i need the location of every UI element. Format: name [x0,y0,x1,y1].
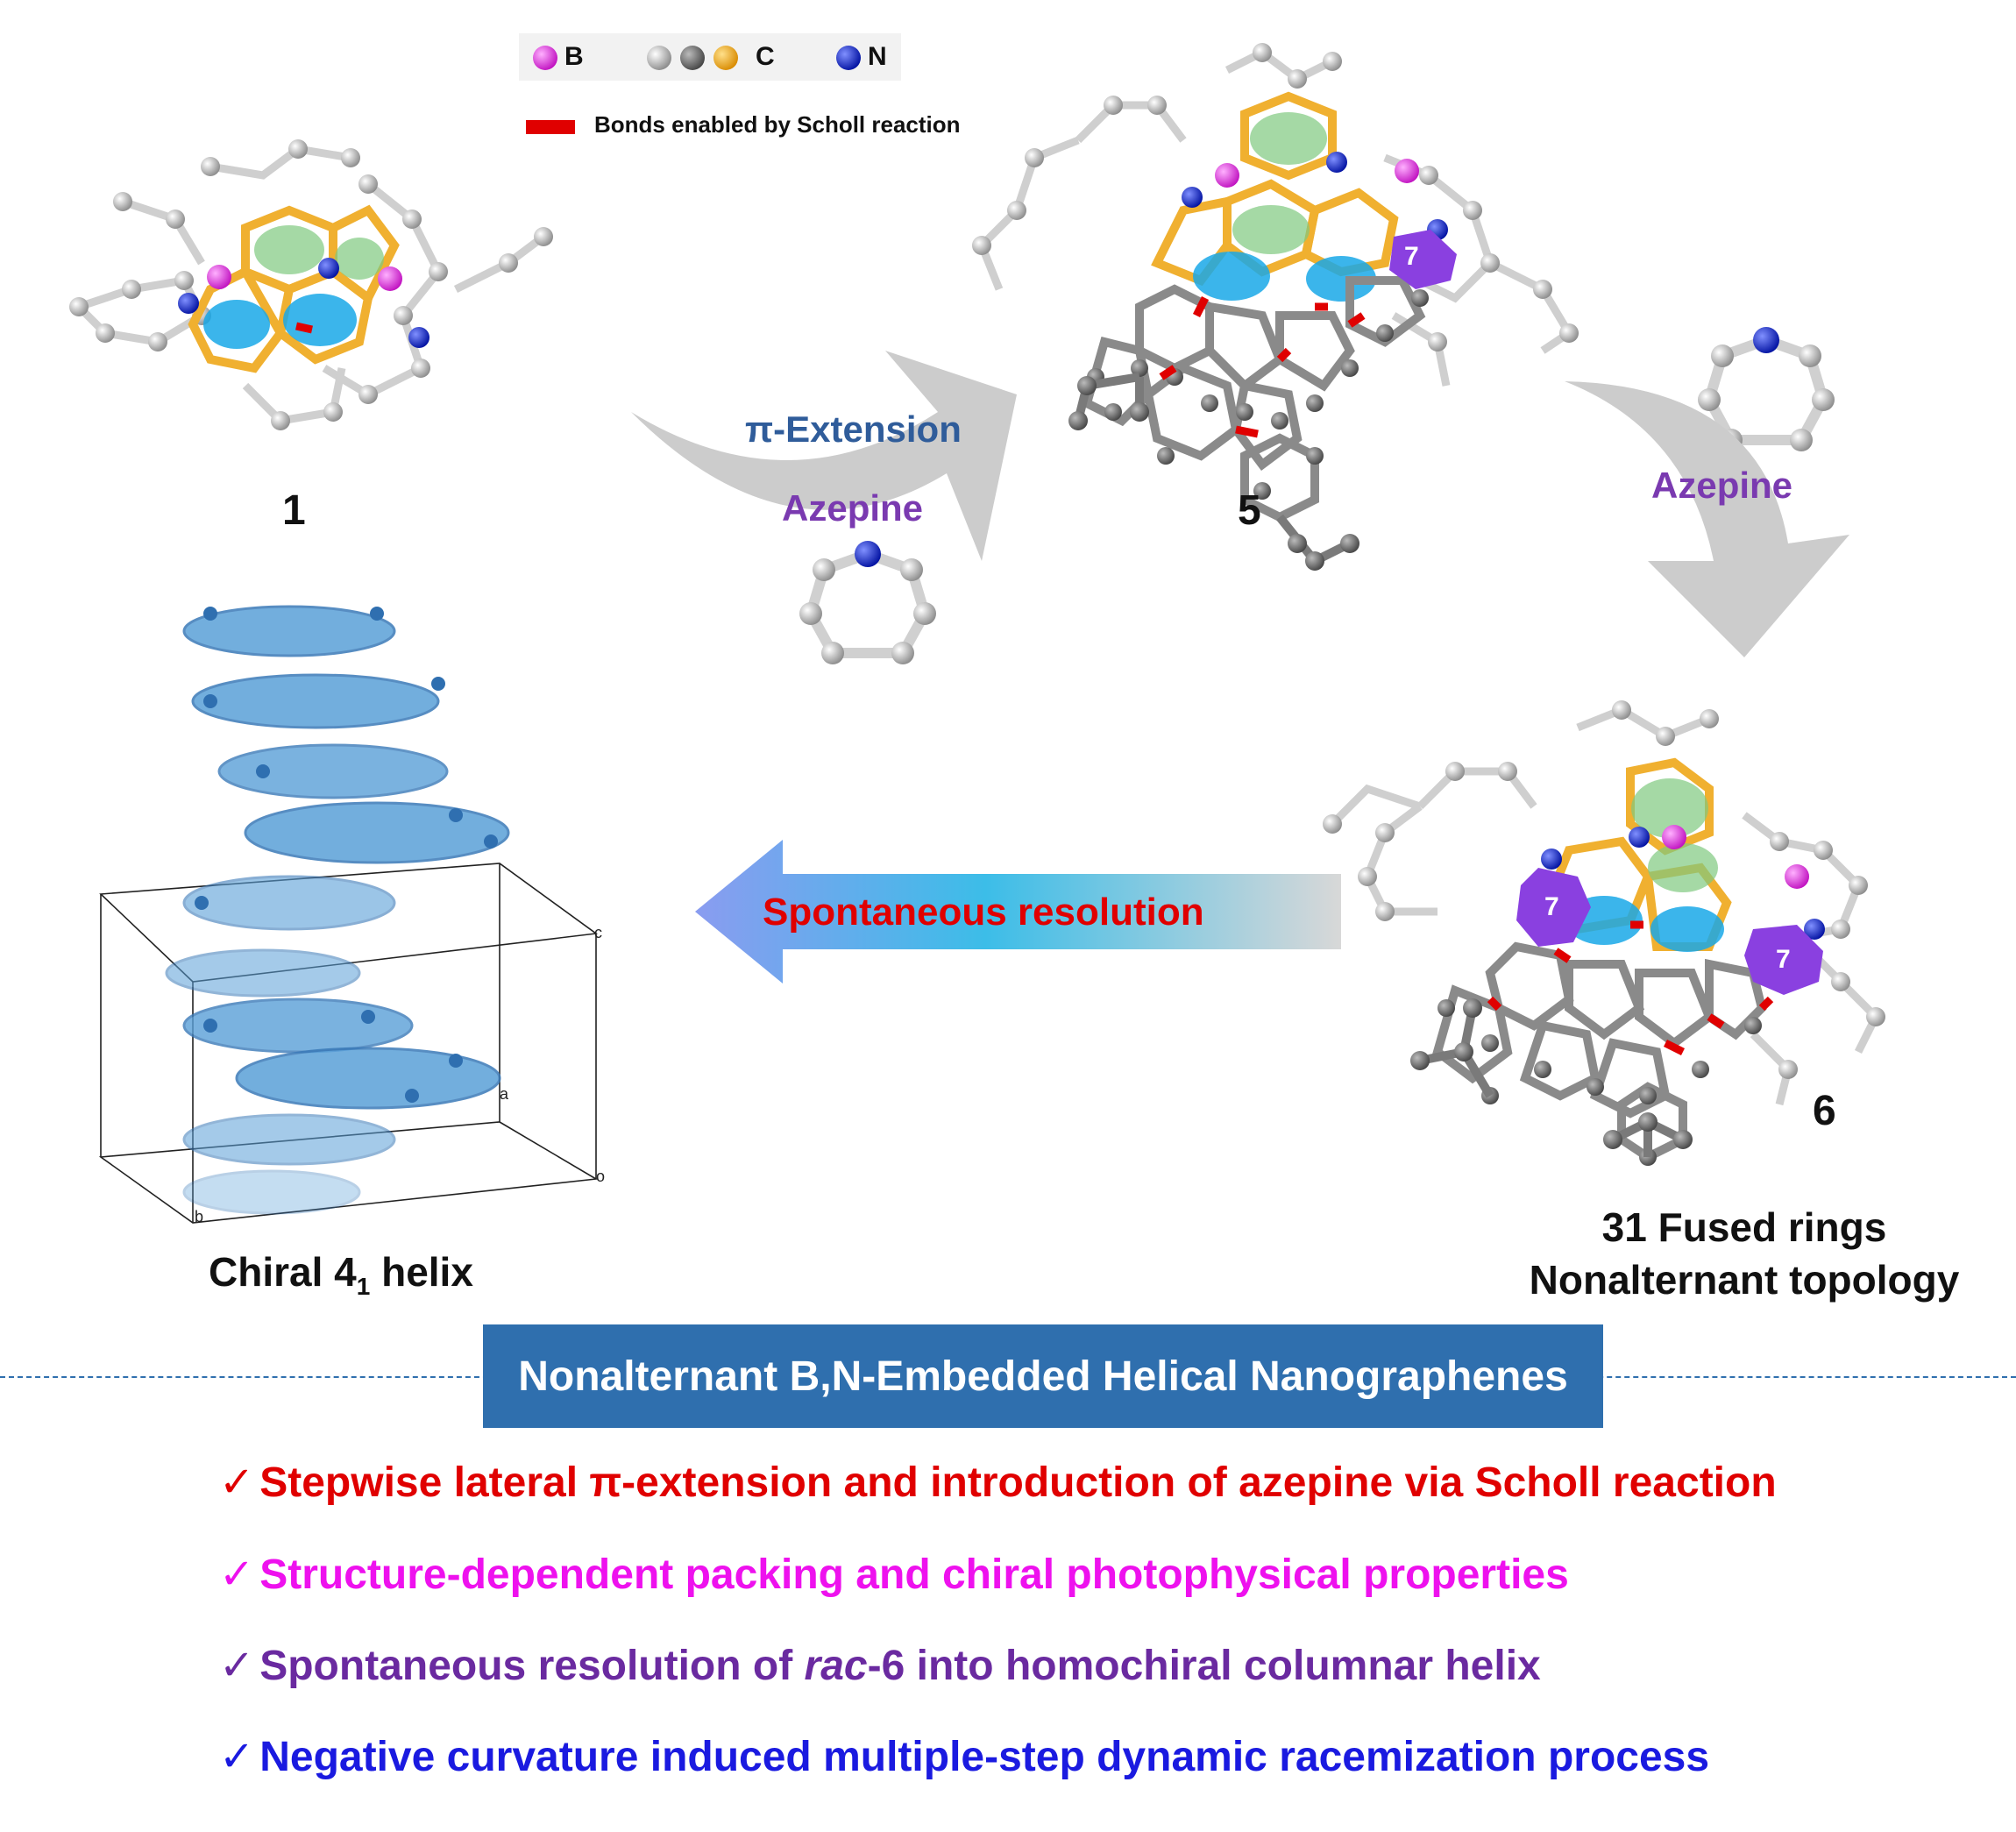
azepine-7-label-5: 7 [1404,242,1419,271]
azepine-ring-6b [1744,925,1823,995]
nitrogen-ball-icon [836,46,861,70]
arrow-azepine-right [1565,381,1849,657]
title-banner: Nonalternant B,N-Embedded Helical Nanogr… [483,1324,1603,1428]
pi-extension-label: π-Extension [745,408,962,450]
axis-o-label: o [596,1168,606,1185]
legend-carbon-label: C [756,42,775,71]
bullet-4: ✓Negative curvature induced multiple-ste… [219,1732,1709,1781]
bullet-1: ✓Stepwise lateral π-extension and introd… [219,1458,1777,1507]
scholl-bond-swatch [526,120,575,134]
bullet-2-text: Structure-dependent packing and chiral p… [259,1552,1569,1598]
azepine-ring-5 [1389,230,1457,289]
compound-1-label: 1 [282,487,306,534]
bullet-4-text: Negative curvature induced multiple-step… [259,1734,1710,1780]
check-icon: ✓ [219,1734,255,1780]
azepine-ring-top [799,541,936,664]
helix-caption-main: Chiral 4 [209,1249,357,1295]
legend-scholl-label: Bonds enabled by Scholl reaction [594,111,961,138]
axis-a-label: a [500,1085,509,1103]
check-icon: ✓ [219,1552,255,1598]
azepine-label-top: Azepine [782,487,924,529]
azepine-ring-6a [1516,868,1591,947]
bullet-3-pre: Spontaneous resolution of [259,1643,805,1689]
legend-boron-label: B [564,42,584,71]
molecule-5 [972,43,1579,571]
bullet-1-text: Stepwise lateral π-extension and introdu… [259,1459,1777,1506]
boron-ball-icon [533,46,557,70]
carbon-dark-ball-icon [680,46,705,70]
helix-structure [98,605,599,1224]
axis-c-label: c [594,924,602,941]
bullet-3: ✓Spontaneous resolution of rac-6 into ho… [219,1641,1541,1690]
helix-caption: Chiral 41 helix [209,1248,473,1301]
legend [519,33,901,134]
axis-b-label: b [195,1208,204,1225]
azepine-7-label-6a: 7 [1544,892,1559,921]
helix-caption-sub: 1 [356,1273,371,1301]
carbon-light-ball-icon [647,46,671,70]
compound-5-label: 5 [1238,487,1261,534]
helix-caption-tail: helix [370,1249,473,1295]
arrow-spontaneous-resolution [695,840,1341,983]
carbon-orange-ball-icon [713,46,738,70]
bullet-2: ✓Structure-dependent packing and chiral … [219,1550,1569,1599]
compound-6-caption: 31 Fused rings Nonalternant topology [1402,1201,2016,1306]
fused-rings-text: 31 Fused rings [1601,1204,1887,1250]
spontaneous-resolution-label: Spontaneous resolution [763,891,1204,934]
azepine-label-right: Azepine [1651,465,1793,506]
arrow-pi-extension [631,351,1017,561]
molecule-1 [69,139,553,430]
azepine-7-label-6b: 7 [1776,945,1791,974]
check-icon: ✓ [219,1459,255,1506]
title-banner-text: Nonalternant B,N-Embedded Helical Nanogr… [518,1353,1568,1400]
compound-6-label: 6 [1813,1088,1836,1134]
molecule-6 [1323,700,1885,1166]
check-icon: ✓ [219,1643,255,1689]
legend-nitrogen-label: N [868,42,887,71]
bullet-3-post: -6 into homochiral columnar helix [867,1643,1541,1689]
bullet-3-em: rac [804,1643,868,1689]
topology-text: Nonalternant topology [1529,1257,1960,1303]
